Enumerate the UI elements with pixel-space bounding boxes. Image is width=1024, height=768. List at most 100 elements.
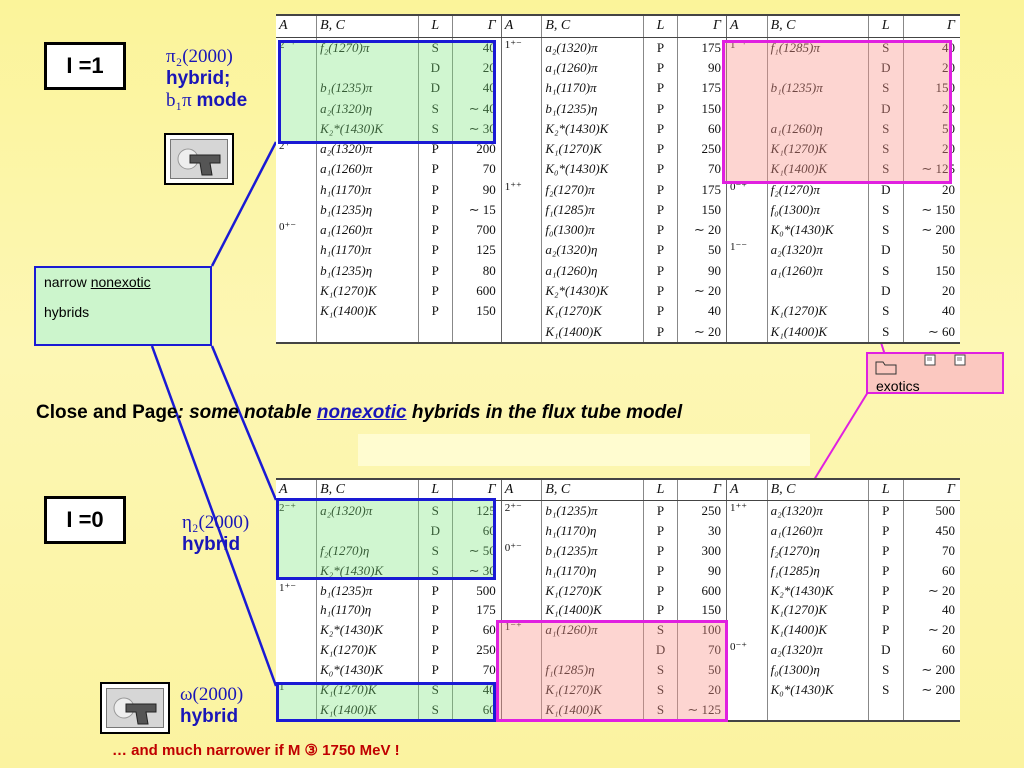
jpc-cell: [726, 620, 768, 641]
folder-icon[interactable]: [874, 358, 898, 376]
decay-channel-cell: K₁(1270)K: [541, 580, 644, 601]
wave-cell: P: [642, 280, 678, 302]
column-header: Γ: [677, 478, 727, 502]
width-cell: ∼ 125: [902, 159, 960, 180]
jpc-cell: 1⁺⁺: [500, 179, 542, 200]
width-cell: 250: [677, 139, 727, 160]
wave-cell: P: [642, 500, 678, 522]
wave-cell: P: [642, 260, 678, 281]
wave-cell: D: [417, 78, 453, 99]
decay-channel-cell: K₁(1400)K: [541, 321, 644, 344]
decay-channel-cell: a₂(1320)η: [316, 98, 419, 119]
hybrids-word: hybrids: [44, 304, 90, 320]
pi2-mode-word: mode: [196, 90, 248, 111]
jpc-cell: [726, 521, 768, 542]
title-part2: hybrids in the flux tube model: [406, 402, 683, 423]
highlight-eta2-hybrid: [276, 498, 496, 580]
width-cell: ∼ 20: [677, 321, 727, 344]
width-cell: 125: [452, 240, 502, 261]
jpc-cell: [726, 560, 768, 581]
decay-channel-cell: K₀*(1430)K: [541, 159, 644, 180]
decay-channel-cell: f₁(1285)η: [766, 560, 869, 581]
decay-channel-cell: a₁(1260)π: [541, 620, 644, 641]
decay-channel-cell: f₁(1285)π: [541, 199, 644, 221]
jpc-cell: [500, 240, 542, 261]
wave-cell: P: [642, 220, 678, 241]
width-cell: 50: [677, 240, 727, 261]
decay-channel-cell: K₁(1400)K: [541, 600, 644, 621]
jpc-cell: [500, 321, 542, 344]
decay-channel-cell: h₁(1170)π: [541, 78, 644, 99]
wave-cell: P: [642, 118, 678, 140]
width-cell: 20: [902, 280, 960, 302]
title-nonexotic-link[interactable]: nonexotic: [316, 402, 407, 423]
width-cell: ∼ 200: [902, 679, 960, 700]
speaker-icon[interactable]: [100, 682, 170, 734]
jpc-cell: [276, 261, 317, 281]
decay-channel-cell: a₁(1260)η: [541, 260, 644, 281]
decay-channel-cell: a₂(1320)π: [316, 500, 419, 522]
jpc-cell: [500, 98, 542, 119]
decay-channel-cell: b₁(1235)η: [316, 199, 419, 221]
decay-channel-cell: [316, 58, 419, 79]
decay-channel-cell: K₁(1270)K: [766, 139, 869, 160]
jpc-cell: [276, 281, 317, 301]
jpc-cell: 1⁺⁺: [726, 500, 768, 522]
wave-cell: P: [417, 159, 453, 180]
column-header: B, C: [541, 478, 644, 502]
wave-cell: S: [868, 321, 904, 344]
width-cell: 70: [677, 640, 727, 661]
decay-channel-cell: K₂*(1430)K: [766, 580, 869, 601]
jpc-cell: [500, 78, 542, 99]
width-cell: 70: [452, 159, 502, 180]
decay-channel-cell: [316, 321, 419, 344]
width-cell: 500: [452, 580, 502, 601]
decay-channel-cell: h₁(1170)η: [541, 560, 644, 581]
width-cell: 80: [452, 260, 502, 281]
decay-channel-cell: K₂*(1430)K: [541, 280, 644, 302]
jpc-cell: 0⁺⁻: [279, 221, 297, 234]
jpc-cell: [726, 699, 768, 723]
jpc-cell: [726, 199, 768, 221]
speaker-icon[interactable]: [164, 133, 234, 185]
width-cell: 60: [677, 118, 727, 140]
jpc-cell: [500, 220, 542, 241]
document-icon[interactable]: [924, 354, 938, 366]
width-cell: ∼ 20: [902, 620, 960, 641]
wave-cell: S: [417, 560, 453, 581]
width-cell: 20: [677, 679, 727, 700]
wave-cell: S: [417, 541, 453, 561]
jpc-cell: [726, 600, 768, 621]
wave-cell: P: [417, 179, 453, 200]
width-cell: ∼ 60: [902, 321, 960, 344]
width-cell: 300: [677, 541, 727, 561]
decay-channel-cell: h₁(1170)η: [541, 521, 644, 542]
decay-channel-cell: f₀(1300)η: [766, 660, 869, 680]
nonexotic-link[interactable]: nonexotic: [90, 274, 151, 290]
width-cell: 70: [677, 159, 727, 180]
decay-channel-cell: K₂*(1430)K: [316, 118, 419, 140]
jpc-cell: [726, 580, 768, 601]
wave-cell: D: [642, 640, 678, 661]
jpc-cell: [500, 301, 542, 322]
width-cell: 90: [677, 260, 727, 281]
width-cell: ∼ 40: [452, 98, 502, 119]
decay-channel-cell: K₁(1270)K: [766, 600, 869, 621]
width-cell: 60: [902, 640, 960, 661]
document-icon[interactable]: [954, 354, 968, 366]
decay-channel-cell: a₁(1260)π: [766, 260, 869, 281]
column-header: A: [500, 13, 542, 38]
wave-cell: P: [642, 240, 678, 261]
jpc-cell: [276, 301, 317, 321]
jpc-cell: 1⁺⁻: [279, 581, 297, 594]
wave-cell: S: [417, 118, 453, 140]
wave-cell: S: [868, 260, 904, 281]
decay-channel-cell: [766, 58, 869, 79]
